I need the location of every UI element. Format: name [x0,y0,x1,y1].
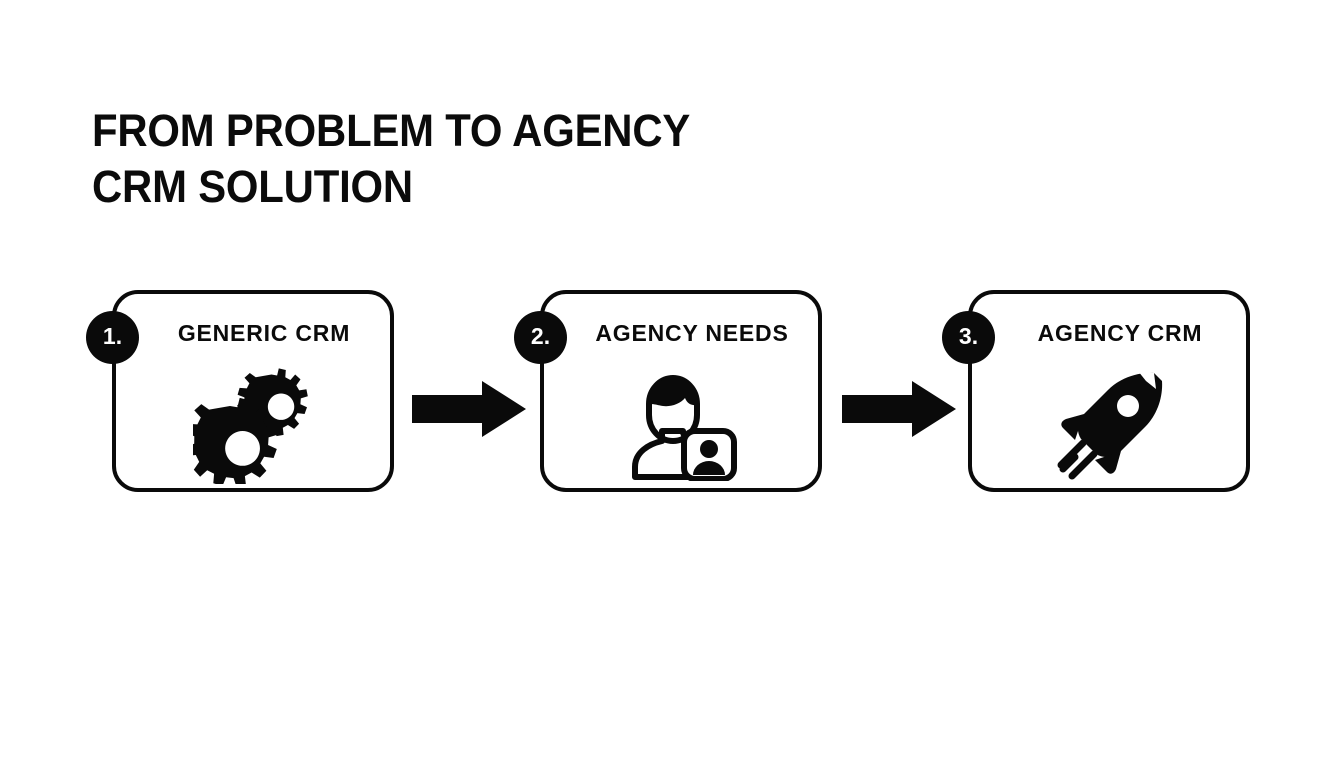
rocket-icon [972,366,1246,484]
flow-step-card-3[interactable]: 3. AGENCY CRM [942,290,1250,492]
flow-step-label-2: AGENCY NEEDS [595,320,789,346]
step-number-badge-1: 1. [86,311,139,364]
step-number-badge-3: 3. [942,311,995,364]
flow-step-label-3: AGENCY CRM [1037,320,1203,346]
step-number-badge-2-text: 2. [530,323,551,349]
page-title: FROM PROBLEM TO AGENCY CRM SOLUTION [92,103,852,215]
arrow-right-icon-2 [840,380,958,438]
flow-step-label-1: GENERIC CRM [177,320,351,346]
step-number-badge-2: 2. [514,311,567,364]
user-with-contact-card-icon [544,366,818,484]
step-number-badge-1-text: 1. [102,323,123,349]
flow-step-card-2[interactable]: 2. AGENCY NEEDS [514,290,822,492]
page-title-line-2: CRM SOLUTION [92,161,413,212]
gears-icon [116,366,390,484]
page-title-line-1: FROM PROBLEM TO AGENCY [92,105,691,156]
arrow-right-icon-1 [410,380,528,438]
step-number-badge-3-text: 3. [958,323,979,349]
flow-step-card-1[interactable]: 1. GENERIC CRM [86,290,394,492]
